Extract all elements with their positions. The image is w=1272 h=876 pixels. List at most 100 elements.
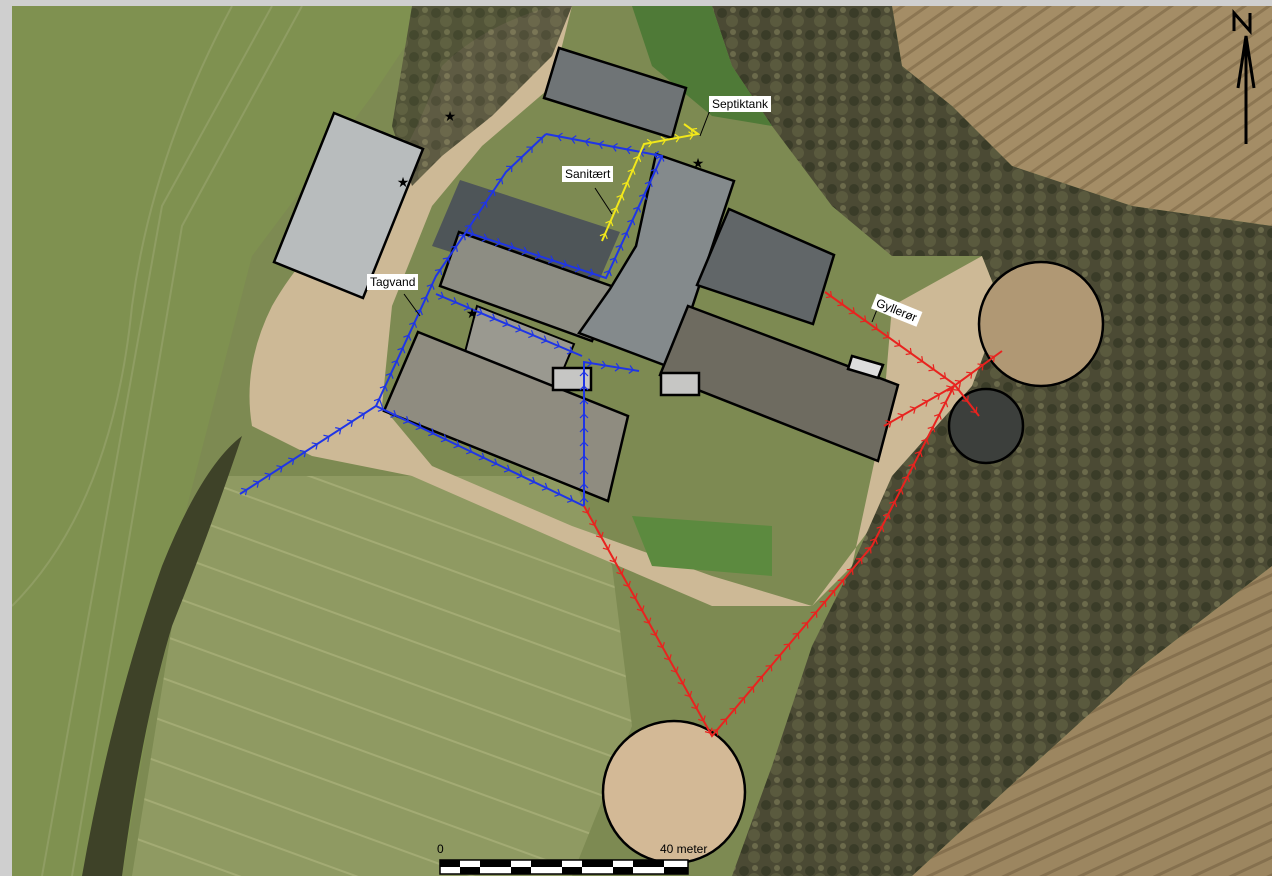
slurry-tank-northeast — [977, 260, 1105, 388]
building-east-stable — [695, 207, 836, 326]
gylleror-flow-tick — [882, 513, 891, 520]
building-annex-b — [659, 371, 701, 397]
gylleror-flow-tick — [885, 419, 892, 428]
tagvand-flow-tick — [628, 365, 635, 374]
building-central-barn — [438, 230, 616, 343]
tagvand-flow-tick — [584, 137, 591, 147]
tagvand-flow-tick — [598, 140, 605, 150]
tagvand-flow-tick — [478, 452, 485, 461]
tagvand-flow-tick — [656, 155, 665, 162]
tagvand-flow-tick — [481, 233, 488, 242]
tagvand-flow-tick — [516, 156, 523, 163]
tagvand-flow-tick — [311, 442, 318, 450]
tagvand-flow-tick — [434, 268, 443, 276]
tagvand-flow-tick — [561, 259, 568, 269]
tagvand-flow-tick — [379, 385, 388, 392]
gylleror-flow-tick — [595, 531, 604, 539]
gylleror-flow-tick — [650, 629, 659, 637]
tagvand-flow-tick — [390, 409, 397, 418]
tagvand-flow-tick — [428, 428, 435, 437]
gylleror-flow-tick — [837, 579, 845, 586]
tagvand-flow-tick — [548, 255, 555, 264]
gylleror-flow-tick — [855, 557, 863, 565]
tagvand-flow-tick — [615, 244, 624, 251]
gylleror-flow-tick — [684, 690, 693, 698]
gylleror-flow-tick — [928, 364, 935, 372]
gylleror-flow-tick — [895, 488, 904, 495]
map-view[interactable]: ★ ★ ★ ★ — [12, 6, 1272, 876]
tagvand-flow-tick — [391, 359, 400, 367]
gylleror-flow-tick — [902, 475, 910, 483]
tagvand-flow-tick — [579, 441, 589, 447]
gylleror-flow-tick — [970, 406, 978, 414]
tagvand-flow-tick — [442, 257, 451, 264]
building-annex-a — [551, 366, 593, 392]
building-west-barn — [272, 111, 425, 300]
tagvand-flow-tick — [609, 257, 618, 264]
gylleror-flow-tick — [756, 675, 764, 683]
tagvand-pipe — [435, 293, 583, 357]
tagvand-flow-tick — [464, 224, 473, 232]
sanitaert-flow-tick — [616, 194, 625, 201]
tagvand-flow-tick — [420, 296, 429, 303]
gylleror-flow-tick — [677, 678, 686, 685]
aerial-map-canvas[interactable]: ★ ★ ★ ★ — [12, 6, 1272, 876]
tagvand-flow-tick — [516, 470, 523, 479]
gylleror-flow-tick — [939, 372, 947, 380]
gylleror-flow-tick — [846, 568, 854, 575]
well-markers: ★ ★ ★ ★ — [397, 109, 705, 322]
gylleror-flow-tick — [966, 371, 973, 379]
tagvand-flow-tick — [554, 488, 561, 497]
well-star-icon: ★ — [692, 156, 705, 172]
tagvand-flow-tick — [358, 411, 365, 420]
tagvand-flow-tick — [528, 329, 535, 339]
tagvand-flow-tick — [415, 422, 422, 431]
gylleror-flow-tick — [909, 406, 916, 414]
tagvand-flow-tick — [579, 413, 589, 419]
tagvand-flow-tick — [579, 371, 589, 377]
tagvand-flow-tick — [506, 165, 513, 173]
tagvand-flow-tick — [503, 464, 511, 473]
gylleror-flow-tick — [616, 568, 625, 575]
tagvand-flow-tick — [515, 324, 522, 333]
tagvand-flow-tick — [566, 346, 574, 355]
label-septiktank: Septiktank — [709, 96, 772, 112]
gylleror-flow-tick — [876, 525, 885, 532]
building-main-hall — [577, 152, 736, 370]
gylleror-flow-tick — [946, 388, 955, 395]
gylleror-flow-tick — [720, 718, 728, 725]
sanitaert-flow-tick — [605, 220, 614, 227]
gylleror-pipe — [824, 291, 980, 417]
tagvand-flow-tick — [529, 476, 536, 485]
tagvand-flow-tick — [614, 362, 621, 372]
gylleror-flow-tick — [810, 611, 818, 618]
tagvand-flow-tick — [241, 487, 248, 496]
gylleror-flow-tick — [711, 729, 719, 736]
tagvand-flow-tick — [627, 219, 636, 226]
label-sanitaert: Sanitært — [562, 166, 614, 182]
tagvand-flow-tick — [323, 434, 330, 443]
gylleror-flow-tick — [825, 290, 833, 299]
tagvand-flow-tick — [502, 319, 509, 328]
tagvand-flow-tick — [638, 193, 647, 200]
tagvand-flow-tick — [463, 302, 470, 311]
sanitaert-flow-tick — [633, 155, 642, 163]
gylleror-flow-tick — [897, 413, 904, 421]
tagvand-flow-tick — [397, 347, 406, 354]
tagvand-flow-tick — [579, 497, 589, 503]
tagvand-flow-tick — [335, 427, 342, 435]
tagvand-flow-tick — [403, 334, 412, 341]
tagvand-flow-tick — [252, 480, 260, 488]
gylleror-flow-tick — [953, 384, 961, 391]
gylleror-flow-tick — [946, 385, 953, 393]
tagvand-flow-tick — [494, 237, 502, 247]
tagvand-flow-tick — [536, 136, 543, 144]
gylleror-flow-tick — [738, 697, 746, 704]
tagvand-flow-tick — [587, 268, 595, 277]
tagvand-flow-tick — [373, 397, 382, 405]
pipelines-layer — [239, 123, 1003, 738]
tagvand-flow-tick — [346, 419, 354, 427]
gylleror-flow-tick — [864, 547, 872, 554]
label-tagvand: Tagvand — [367, 274, 419, 290]
gylleror-flow-tick — [961, 395, 969, 403]
